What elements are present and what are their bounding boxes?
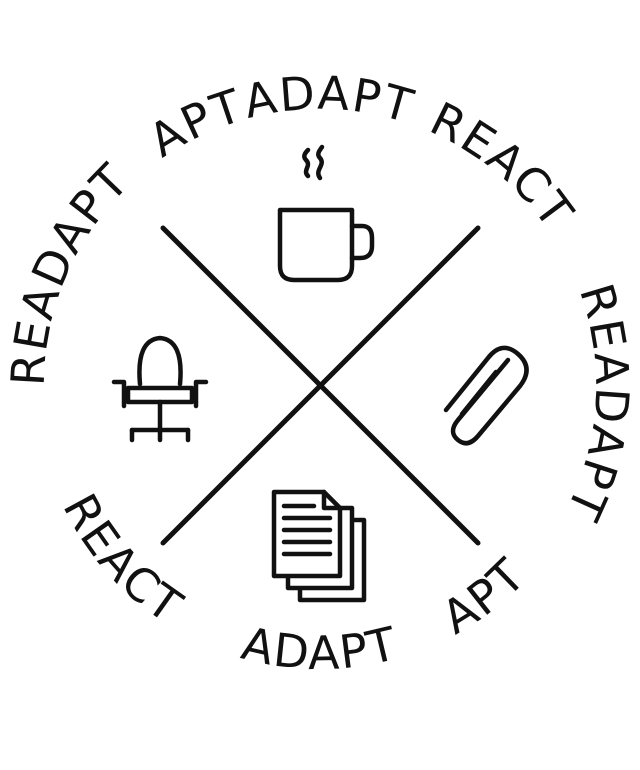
ring-word-text: READAPT: [556, 278, 638, 530]
ring-word-text: REACT: [53, 485, 191, 634]
ring-word-readapt-left: READAPT: [1, 153, 140, 388]
ring-word-text: ADAPT: [237, 616, 401, 680]
ring-word-react-lower: REACT: [53, 485, 193, 634]
cross-line-ascending: [160, 225, 481, 546]
ring-word-apt-lower: APT: [433, 547, 537, 644]
documents-icon: [271, 489, 367, 603]
ring-word-text: REACT: [422, 92, 583, 239]
crossed-lines: [160, 225, 481, 546]
ring-word-react-upper: REACT: [422, 92, 585, 239]
ring-word-text: READAPT: [1, 153, 138, 388]
ring-word-adapt-bottom: ADAPT: [237, 616, 403, 680]
ring-word-text: APT: [139, 78, 247, 168]
ring-word-apt-upper: APT: [139, 78, 249, 168]
ring-word-readapt-right: READAPT: [556, 278, 640, 530]
ring-word-text: ADAPT: [239, 66, 418, 134]
coffee-mug-icon: [277, 144, 375, 283]
ring-word-adapt-top: ADAPT: [239, 66, 420, 134]
ring-word-text: APT: [433, 547, 535, 644]
office-chair-icon: [111, 335, 209, 443]
paperclip-icon: [443, 345, 529, 446]
